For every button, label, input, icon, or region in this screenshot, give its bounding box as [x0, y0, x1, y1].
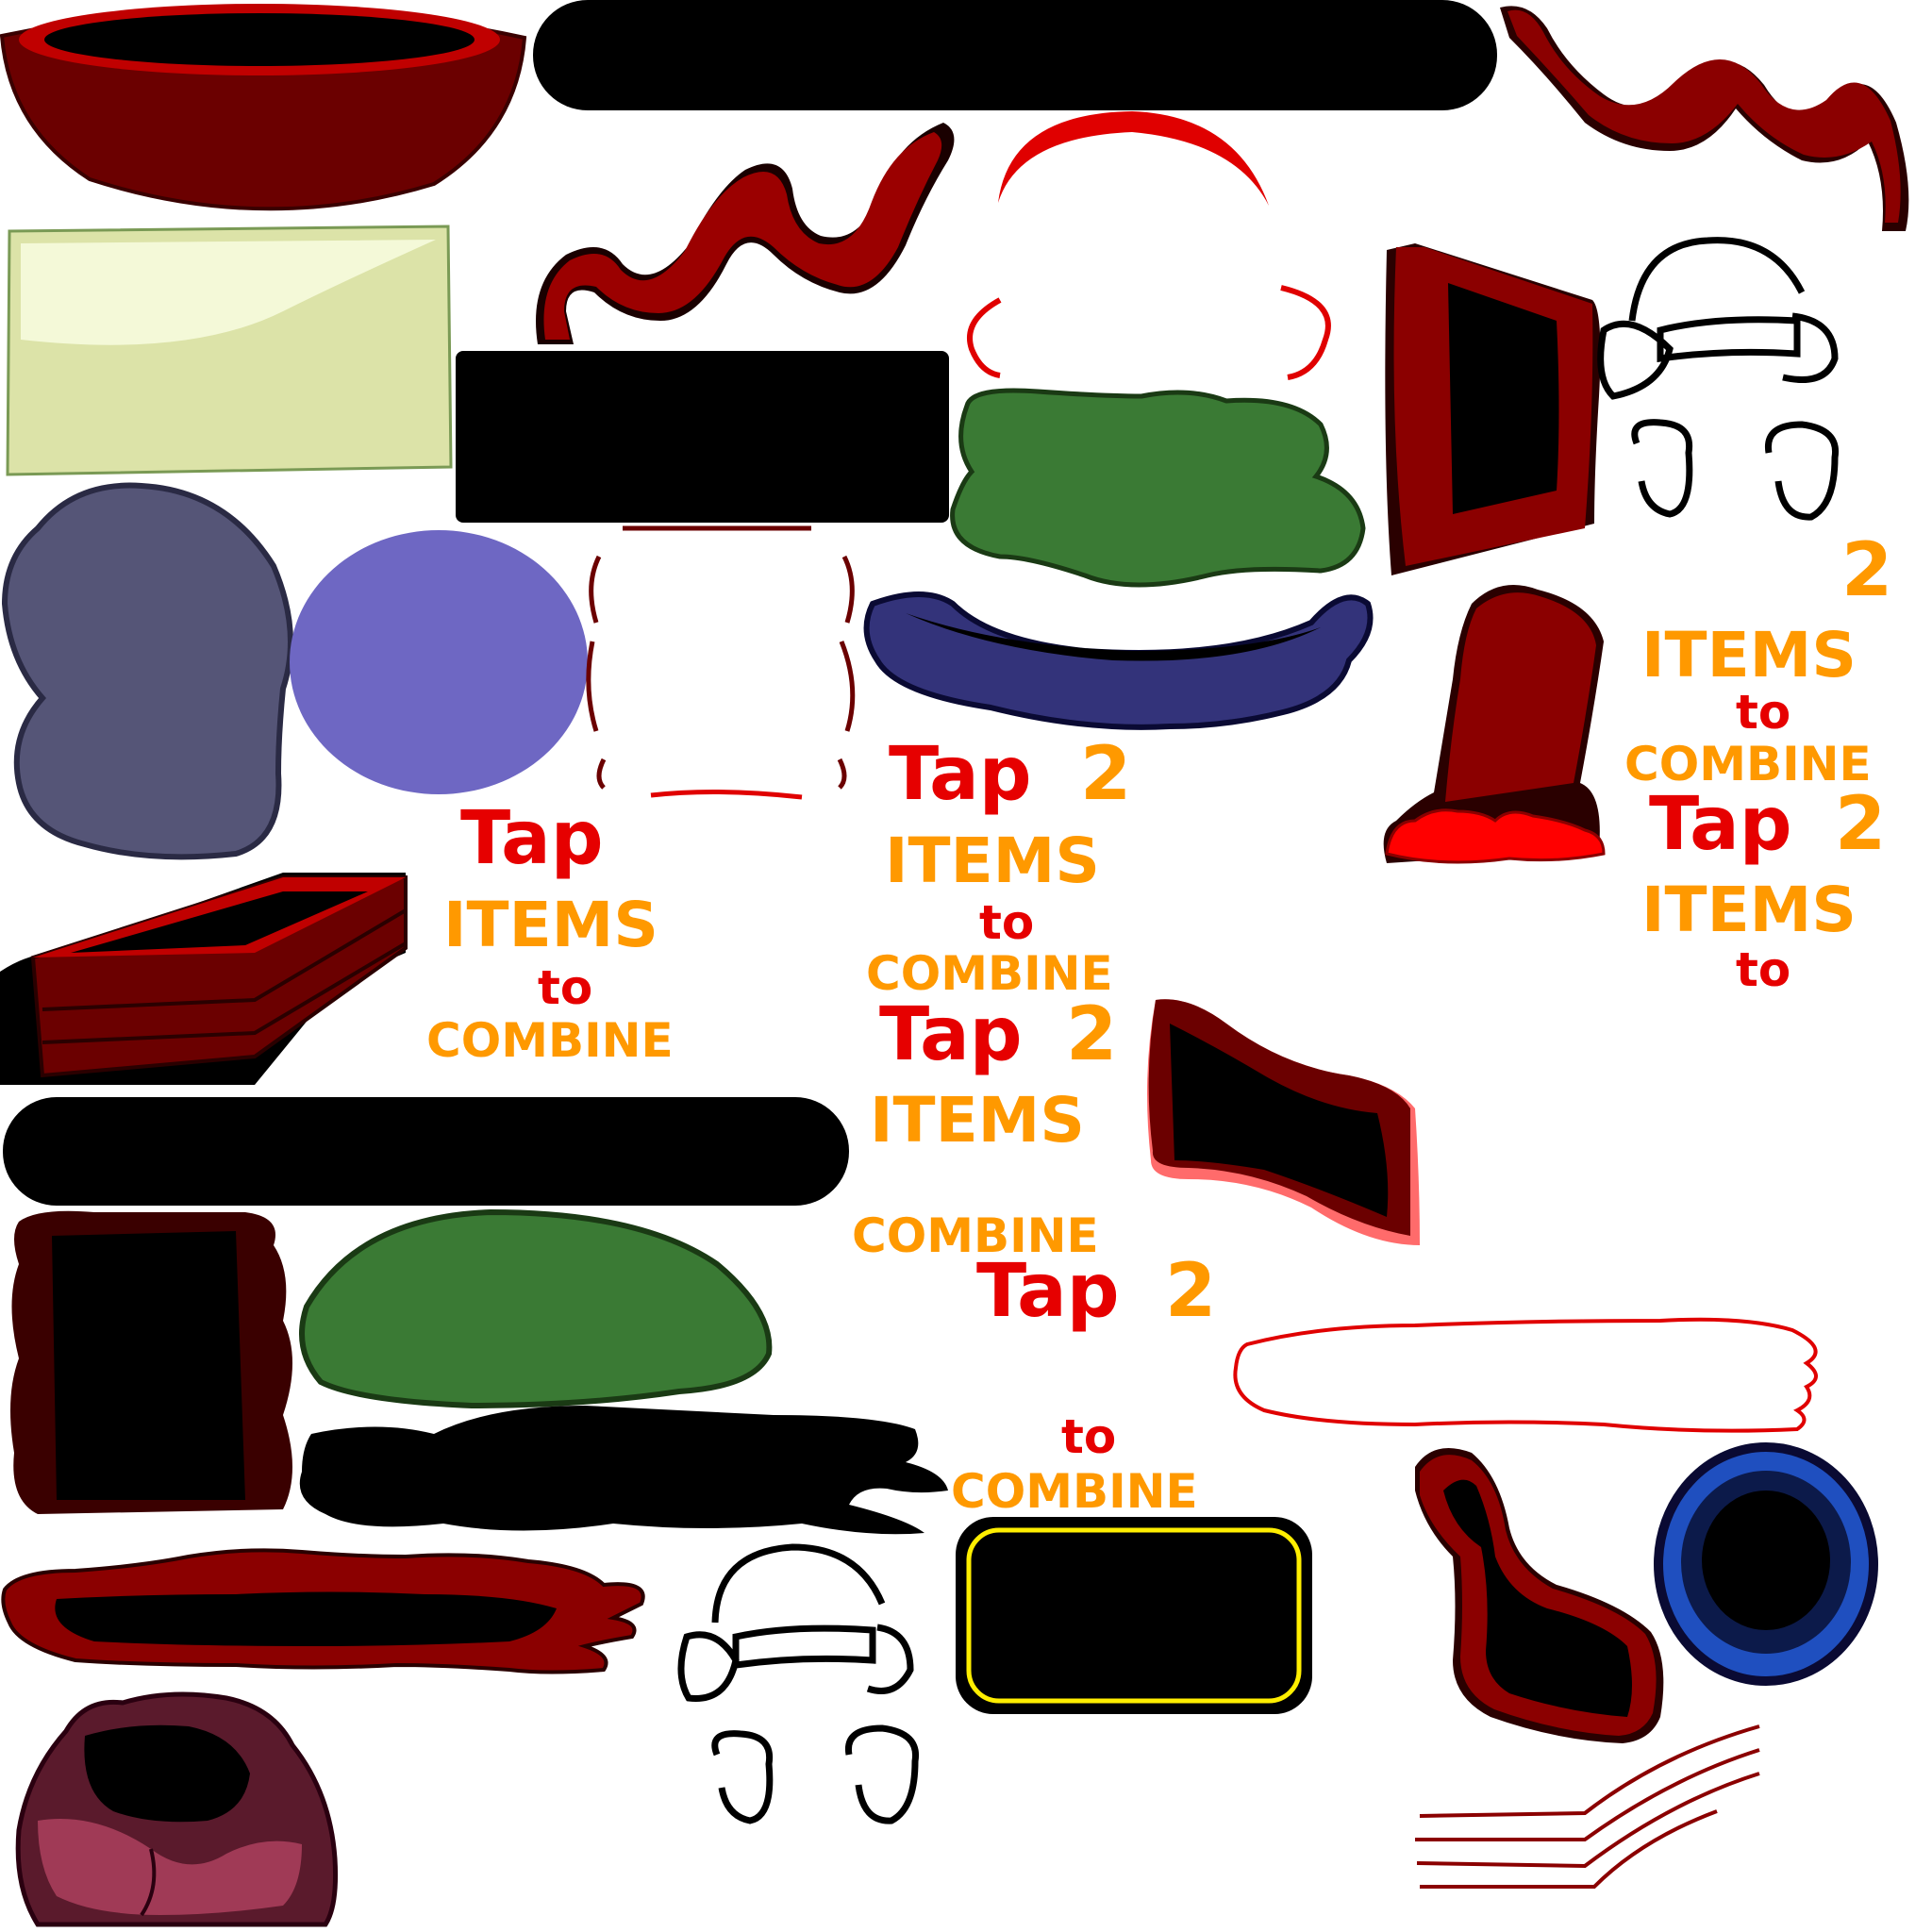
maroon-sack-sprite [15, 1691, 339, 1927]
slate-blob-sprite [1, 482, 293, 860]
navy-blob-sprite [863, 591, 1374, 730]
label-combine: COMBINE [426, 1013, 674, 1068]
white-blob-sprite [967, 285, 1331, 380]
cream-panel-sprite [6, 225, 453, 476]
blue-ring-sprite [1654, 1442, 1878, 1686]
label-items: ITEMS [1641, 874, 1857, 946]
ribbon-sprite [1500, 6, 1909, 231]
black-yellow-panel-sprite [956, 1517, 1312, 1714]
green-mound-sprite [299, 1208, 773, 1409]
label-tap: Tap [889, 732, 1032, 817]
label-two: 2 [1066, 992, 1118, 1077]
black-bar-sprite [533, 0, 1497, 110]
black-panel-sprite [456, 351, 949, 523]
label-two: 2 [1841, 528, 1893, 613]
helmet-outline-sprite [677, 1543, 920, 1824]
label-to: to [1061, 1409, 1117, 1464]
fingerless-glove-sprite [1383, 585, 1606, 864]
black-splat-sprite [299, 1406, 948, 1535]
label-two: 2 [1080, 732, 1132, 817]
label-combine: COMBINE [951, 1464, 1198, 1519]
label-to: to [979, 895, 1035, 950]
label-two: 2 [1165, 1249, 1217, 1334]
lavender-circle-sprite [290, 530, 588, 794]
label-to: to [1736, 685, 1791, 740]
label-to: to [1736, 942, 1791, 997]
monitor-sprite [1385, 243, 1601, 575]
bowl-sprite [0, 4, 527, 211]
crate-sprite [0, 873, 408, 1085]
ribbon-sprite [536, 123, 955, 344]
label-tap: Tap [1649, 782, 1792, 867]
red-lines-sprite [1415, 1724, 1760, 1889]
label-items: ITEMS [443, 889, 658, 961]
label-combine: COMBINE [852, 1208, 1099, 1263]
label-to: to [538, 960, 593, 1015]
green-cloud-sprite [950, 388, 1366, 588]
label-combine: COMBINE [866, 946, 1113, 1001]
label-items: ITEMS [870, 1084, 1085, 1157]
label-items: ITEMS [885, 824, 1100, 897]
red-splat-sprite [1, 1548, 645, 1674]
label-tap: Tap [460, 796, 604, 881]
label-combine: COMBINE [1624, 737, 1872, 791]
label-items: ITEMS [1641, 619, 1857, 691]
white-blob-sprite [586, 525, 856, 800]
label-two: 2 [1835, 782, 1887, 867]
red-frame-sprite [10, 1210, 292, 1514]
helmet-outline-sprite [1597, 237, 1840, 521]
red-wedge-sprite [1147, 999, 1420, 1245]
arc-sprite [998, 111, 1269, 206]
red-boot-sprite [1415, 1448, 1664, 1743]
label-tap: Tap [976, 1249, 1120, 1334]
label-tap: Tap [879, 992, 1023, 1077]
white-blob-sprite [1233, 1317, 1818, 1433]
black-bar-sprite [3, 1097, 849, 1206]
